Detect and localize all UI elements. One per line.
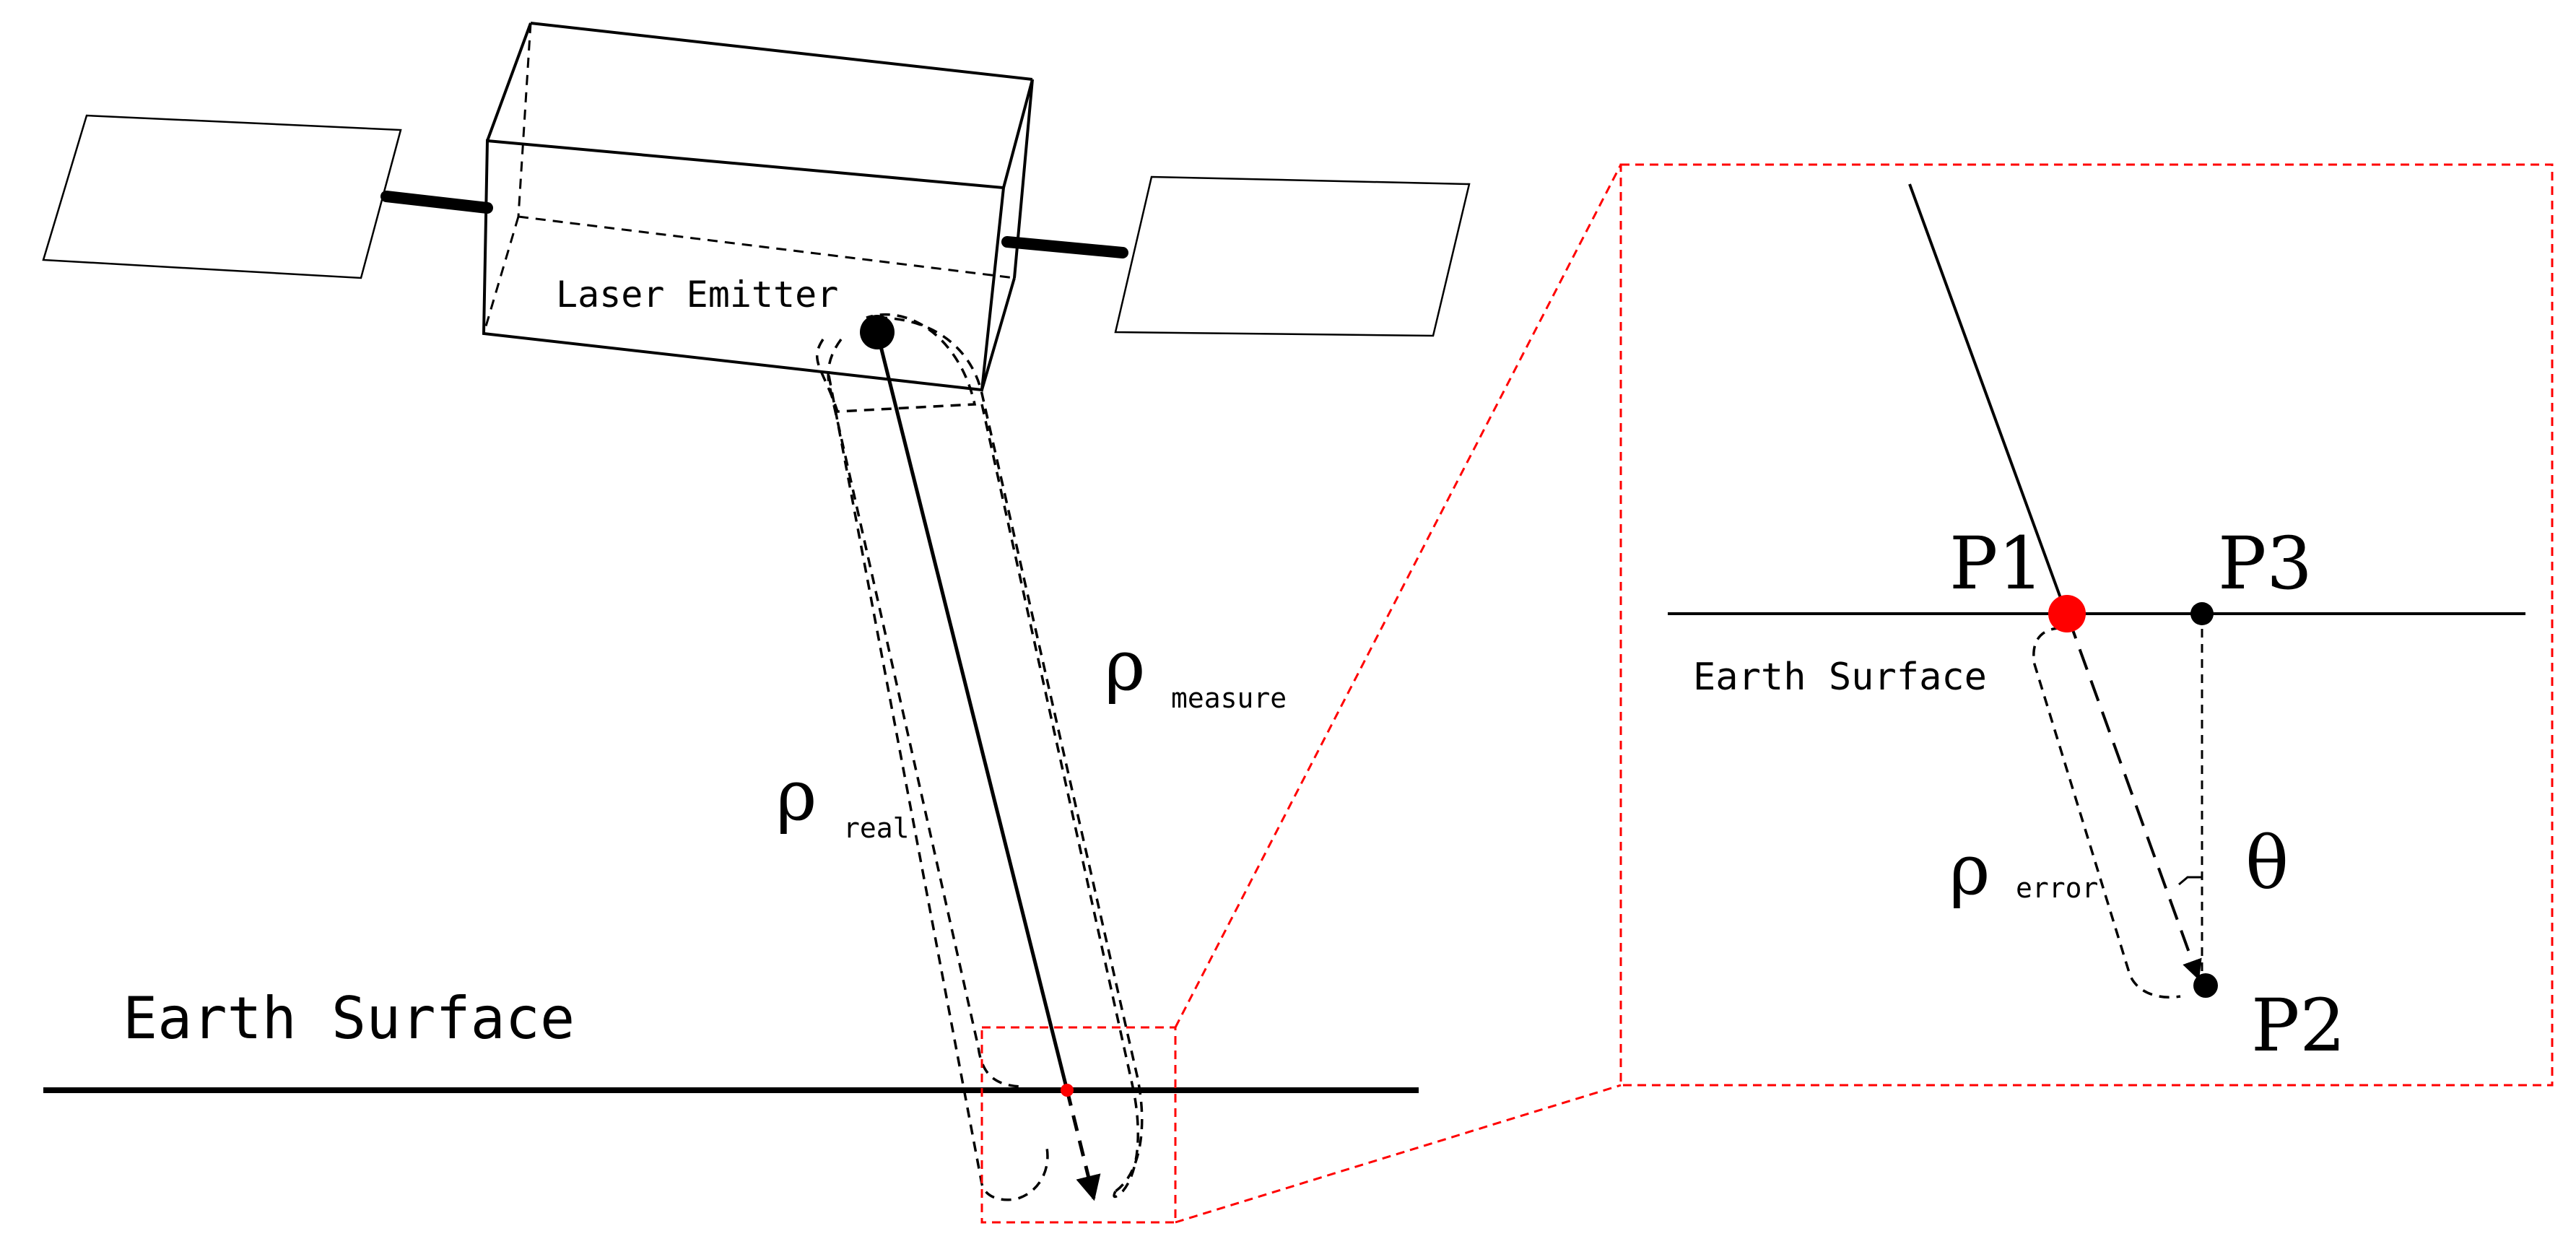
satellite-body-right-bottom-edge bbox=[980, 277, 1016, 391]
p2-label: P2 bbox=[2251, 983, 2346, 1068]
rho-error-capsule bbox=[2032, 627, 2181, 999]
rho-real-subscript: real bbox=[843, 812, 910, 844]
inset-frame bbox=[1619, 163, 2554, 1087]
rho-error-label: ρ error bbox=[1949, 830, 2098, 910]
laser-emitter-label: Laser Emitter bbox=[556, 274, 838, 316]
inset-earth-surface-label: Earth Surface bbox=[1693, 656, 1987, 699]
inset-incoming-beam bbox=[1908, 183, 2068, 614]
satellite-hidden-edge-vertical bbox=[517, 22, 532, 217]
p2-point bbox=[2193, 973, 2218, 998]
rho-measure-capsule bbox=[816, 313, 1139, 1201]
satellite bbox=[42, 22, 1471, 392]
rho-real-capsule bbox=[827, 338, 1026, 1088]
rho-error-symbol: ρ bbox=[1949, 830, 1990, 910]
rho-real-symbol: ρ bbox=[776, 755, 817, 836]
laser-beam bbox=[875, 331, 1069, 1091]
satellite-body-right-back-edge bbox=[1013, 79, 1034, 279]
right-panel-strut bbox=[1001, 236, 1128, 258]
satellite-body-top-left-edge bbox=[486, 22, 532, 142]
theta-label: θ bbox=[2245, 821, 2289, 905]
impact-point-small bbox=[1061, 1084, 1074, 1097]
rho-measure-subscript: measure bbox=[1171, 682, 1287, 714]
rho-measure-right bbox=[876, 316, 1144, 1193]
p3-point bbox=[2190, 602, 2214, 625]
p3-label: P3 bbox=[2218, 521, 2312, 606]
satellite-hidden-edge-bottom bbox=[518, 215, 1015, 279]
rho-measure-symbol: ρ bbox=[1105, 625, 1145, 706]
left-solar-panel bbox=[42, 114, 402, 279]
inset-error-vector bbox=[2067, 617, 2202, 980]
zoom-connector-top bbox=[1174, 164, 1622, 1028]
zoom-connector-bottom bbox=[1175, 1084, 1622, 1224]
p1-label: P1 bbox=[1949, 521, 2044, 606]
angle-theta-arc bbox=[2178, 876, 2202, 886]
zoom-box bbox=[980, 1026, 1177, 1224]
satellite-hidden-edge-left bbox=[482, 216, 520, 334]
satellite-body-front bbox=[482, 139, 1006, 392]
rho-error-subscript: error bbox=[2016, 872, 2098, 904]
earth-surface-label: Earth Surface bbox=[123, 985, 575, 1052]
left-panel-strut bbox=[380, 191, 493, 214]
right-solar-panel bbox=[1114, 175, 1471, 337]
rho-measure-label: ρ measure bbox=[1105, 625, 1287, 714]
p1-point bbox=[2048, 595, 2086, 632]
laser-beam-extension bbox=[1065, 1089, 1101, 1201]
satellite-body-top-right-edge bbox=[1002, 79, 1034, 188]
rho-real-label: ρ real bbox=[776, 755, 910, 844]
satellite-body-top-back-edge bbox=[530, 22, 1033, 81]
